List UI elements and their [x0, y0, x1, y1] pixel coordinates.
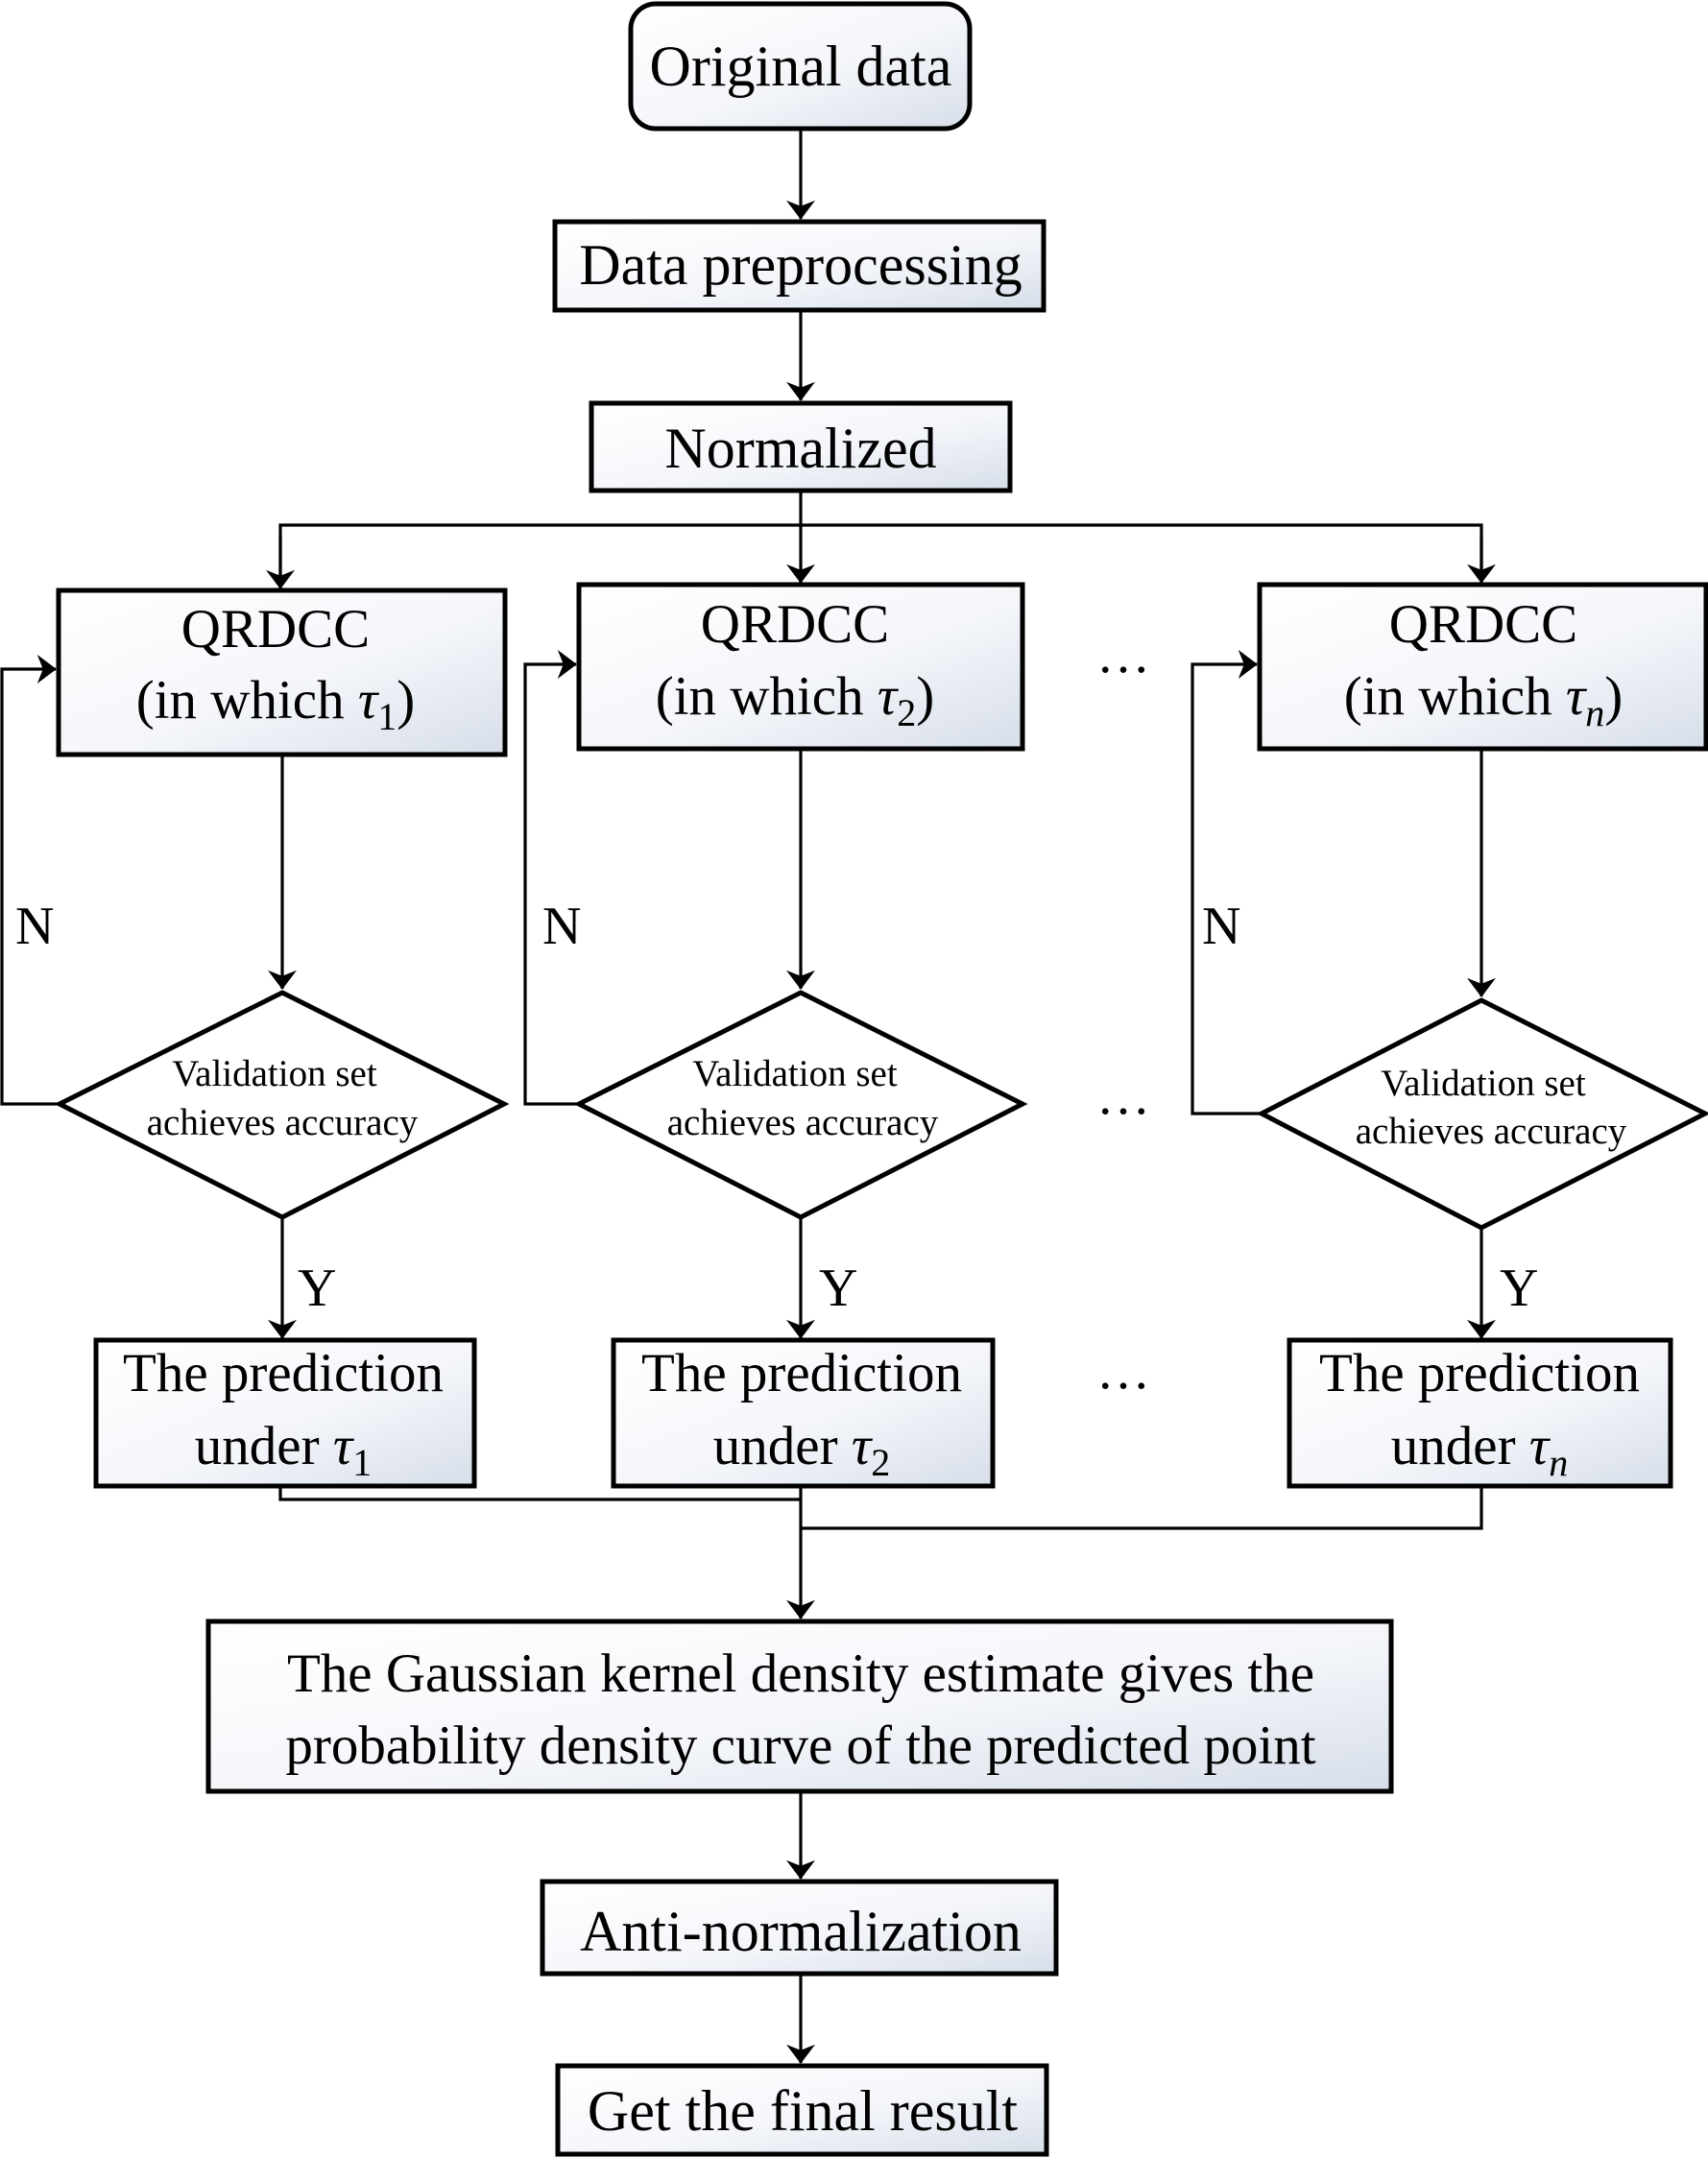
normalize-node: Normalized — [589, 400, 1013, 493]
merge-line-n — [801, 1486, 1483, 1530]
prediction-line1-1: The prediction — [123, 1343, 444, 1403]
merge-line-1 — [278, 1486, 801, 1501]
loop-no-n — [1191, 650, 1262, 1115]
connectors — [0, 129, 1496, 2064]
decision-node-2: Validation set achieves accuracy — [573, 990, 1028, 1220]
decision-node-n: Validation set achieves accuracy — [1256, 997, 1708, 1231]
prediction-line2-n: under τn — [1391, 1416, 1568, 1484]
model-detail-1: (in which τ1) — [136, 670, 416, 738]
kde-node: The Gaussian kernel density estimate giv… — [205, 1618, 1394, 1794]
prediction-node-2: The prediction under τ2 — [611, 1337, 996, 1489]
start-label: Original data — [650, 35, 952, 98]
model-node-2: QRDCC (in which τ2) — [576, 582, 1025, 752]
end-node: Get the final result — [555, 2063, 1049, 2157]
ellipsis-models: … — [1096, 625, 1150, 684]
yes-label-n: Y — [1500, 1259, 1538, 1318]
no-label-n: N — [1202, 897, 1240, 956]
yes-label-2: Y — [819, 1259, 857, 1318]
model-title-1: QRDCC — [181, 599, 370, 659]
decision-line1-1: Validation set — [172, 1053, 377, 1094]
ellipsis-decisions: … — [1096, 1067, 1150, 1126]
decision-node-1: Validation set achieves accuracy — [54, 990, 510, 1220]
decision-line2-1: achieves accuracy — [147, 1102, 419, 1143]
prediction-line1-2: The prediction — [641, 1343, 962, 1403]
prediction-node-n: The prediction under τn — [1287, 1337, 1673, 1489]
model-node-1: QRDCC (in which τ1) — [56, 587, 508, 757]
model-title-n: QRDCC — [1389, 594, 1577, 655]
kde-line1: The Gaussian kernel density estimate giv… — [287, 1643, 1314, 1704]
ellipsis-predictions: … — [1096, 1341, 1150, 1401]
preprocess-node: Data preprocessing — [552, 219, 1046, 313]
branch-bus — [278, 523, 1483, 580]
denormalize-label: Anti-normalization — [580, 1900, 1022, 1963]
prediction-line1-n: The prediction — [1319, 1343, 1640, 1403]
kde-line2: probability density curve of the predict… — [285, 1715, 1315, 1776]
no-label-1: N — [15, 897, 54, 956]
decision-line1-n: Validation set — [1381, 1063, 1586, 1104]
decision-line1-2: Validation set — [692, 1053, 898, 1094]
prediction-node-1: The prediction under τ1 — [93, 1337, 477, 1489]
model-detail-n: (in which τn) — [1344, 666, 1624, 734]
preprocess-label: Data preprocessing — [579, 233, 1022, 297]
decision-line2-2: achieves accuracy — [667, 1102, 939, 1143]
prediction-line2-1: under τ1 — [195, 1416, 372, 1484]
no-label-2: N — [542, 897, 581, 956]
decision-line2-n: achieves accuracy — [1356, 1111, 1627, 1152]
normalize-label: Normalized — [664, 417, 936, 480]
start-node: Original data — [628, 1, 973, 132]
loop-no-1 — [0, 655, 60, 1106]
model-detail-2: (in which τ2) — [656, 666, 935, 734]
denormalize-node: Anti-normalization — [540, 1879, 1059, 1977]
yes-label-1: Y — [298, 1259, 336, 1318]
model-title-2: QRDCC — [701, 594, 889, 655]
end-label: Get the final result — [588, 2079, 1019, 2143]
model-node-n: QRDCC (in which τn) — [1257, 582, 1708, 752]
loop-no-2 — [523, 650, 579, 1106]
prediction-line2-2: under τ2 — [713, 1416, 890, 1484]
